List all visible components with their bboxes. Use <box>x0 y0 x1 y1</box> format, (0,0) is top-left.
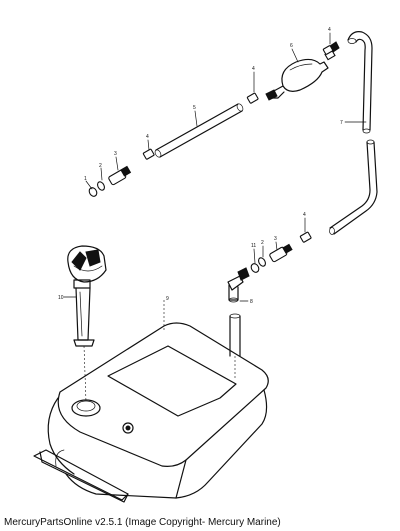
image-caption: MercuryPartsOnline v2.5.1 (Image Copyrig… <box>4 517 281 528</box>
hose-clamps <box>142 45 334 243</box>
left-connector <box>88 165 132 197</box>
callout-9: 9 <box>166 296 169 302</box>
callout-10: 10 <box>58 295 64 301</box>
callout-labels: 1 2 3 4 5 4 6 4 7 4 3 2 11 8 9 10 <box>58 27 367 305</box>
right-connector <box>250 243 293 273</box>
fuel-gauge-cap <box>67 245 107 347</box>
hose-lower-section <box>329 139 378 235</box>
fuel-tank <box>33 322 269 503</box>
callout-6: 6 <box>290 43 293 49</box>
callout-3-right: 3 <box>274 236 277 242</box>
callout-4-middle: 4 <box>252 66 255 72</box>
callout-7: 7 <box>340 120 343 126</box>
callout-2: 2 <box>99 163 102 169</box>
tank-elbow-fitting <box>227 267 250 303</box>
callout-5: 5 <box>193 105 196 111</box>
hose-upper-section <box>347 31 373 134</box>
callout-3: 3 <box>114 151 117 157</box>
callout-11: 11 <box>251 243 256 249</box>
pickup-tube <box>229 313 241 357</box>
assembly-leader-lines <box>83 300 236 403</box>
callout-8: 8 <box>250 299 253 305</box>
callout-4-left: 4 <box>146 134 149 140</box>
callout-4-right: 4 <box>303 212 306 218</box>
callout-2-right: 2 <box>261 240 264 246</box>
callout-1: 1 <box>84 176 87 182</box>
callout-4-top: 4 <box>328 27 331 33</box>
hose-middle <box>154 103 244 158</box>
